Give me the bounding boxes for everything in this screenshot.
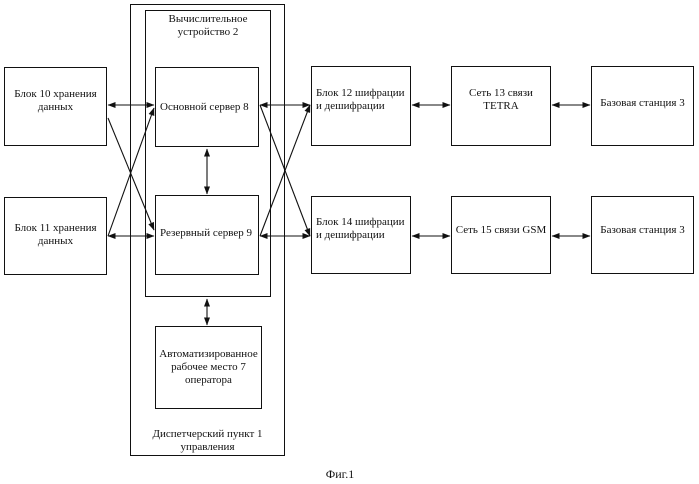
arrow-storage11-main: [108, 108, 154, 236]
arrow-storage10-backup: [108, 118, 154, 230]
